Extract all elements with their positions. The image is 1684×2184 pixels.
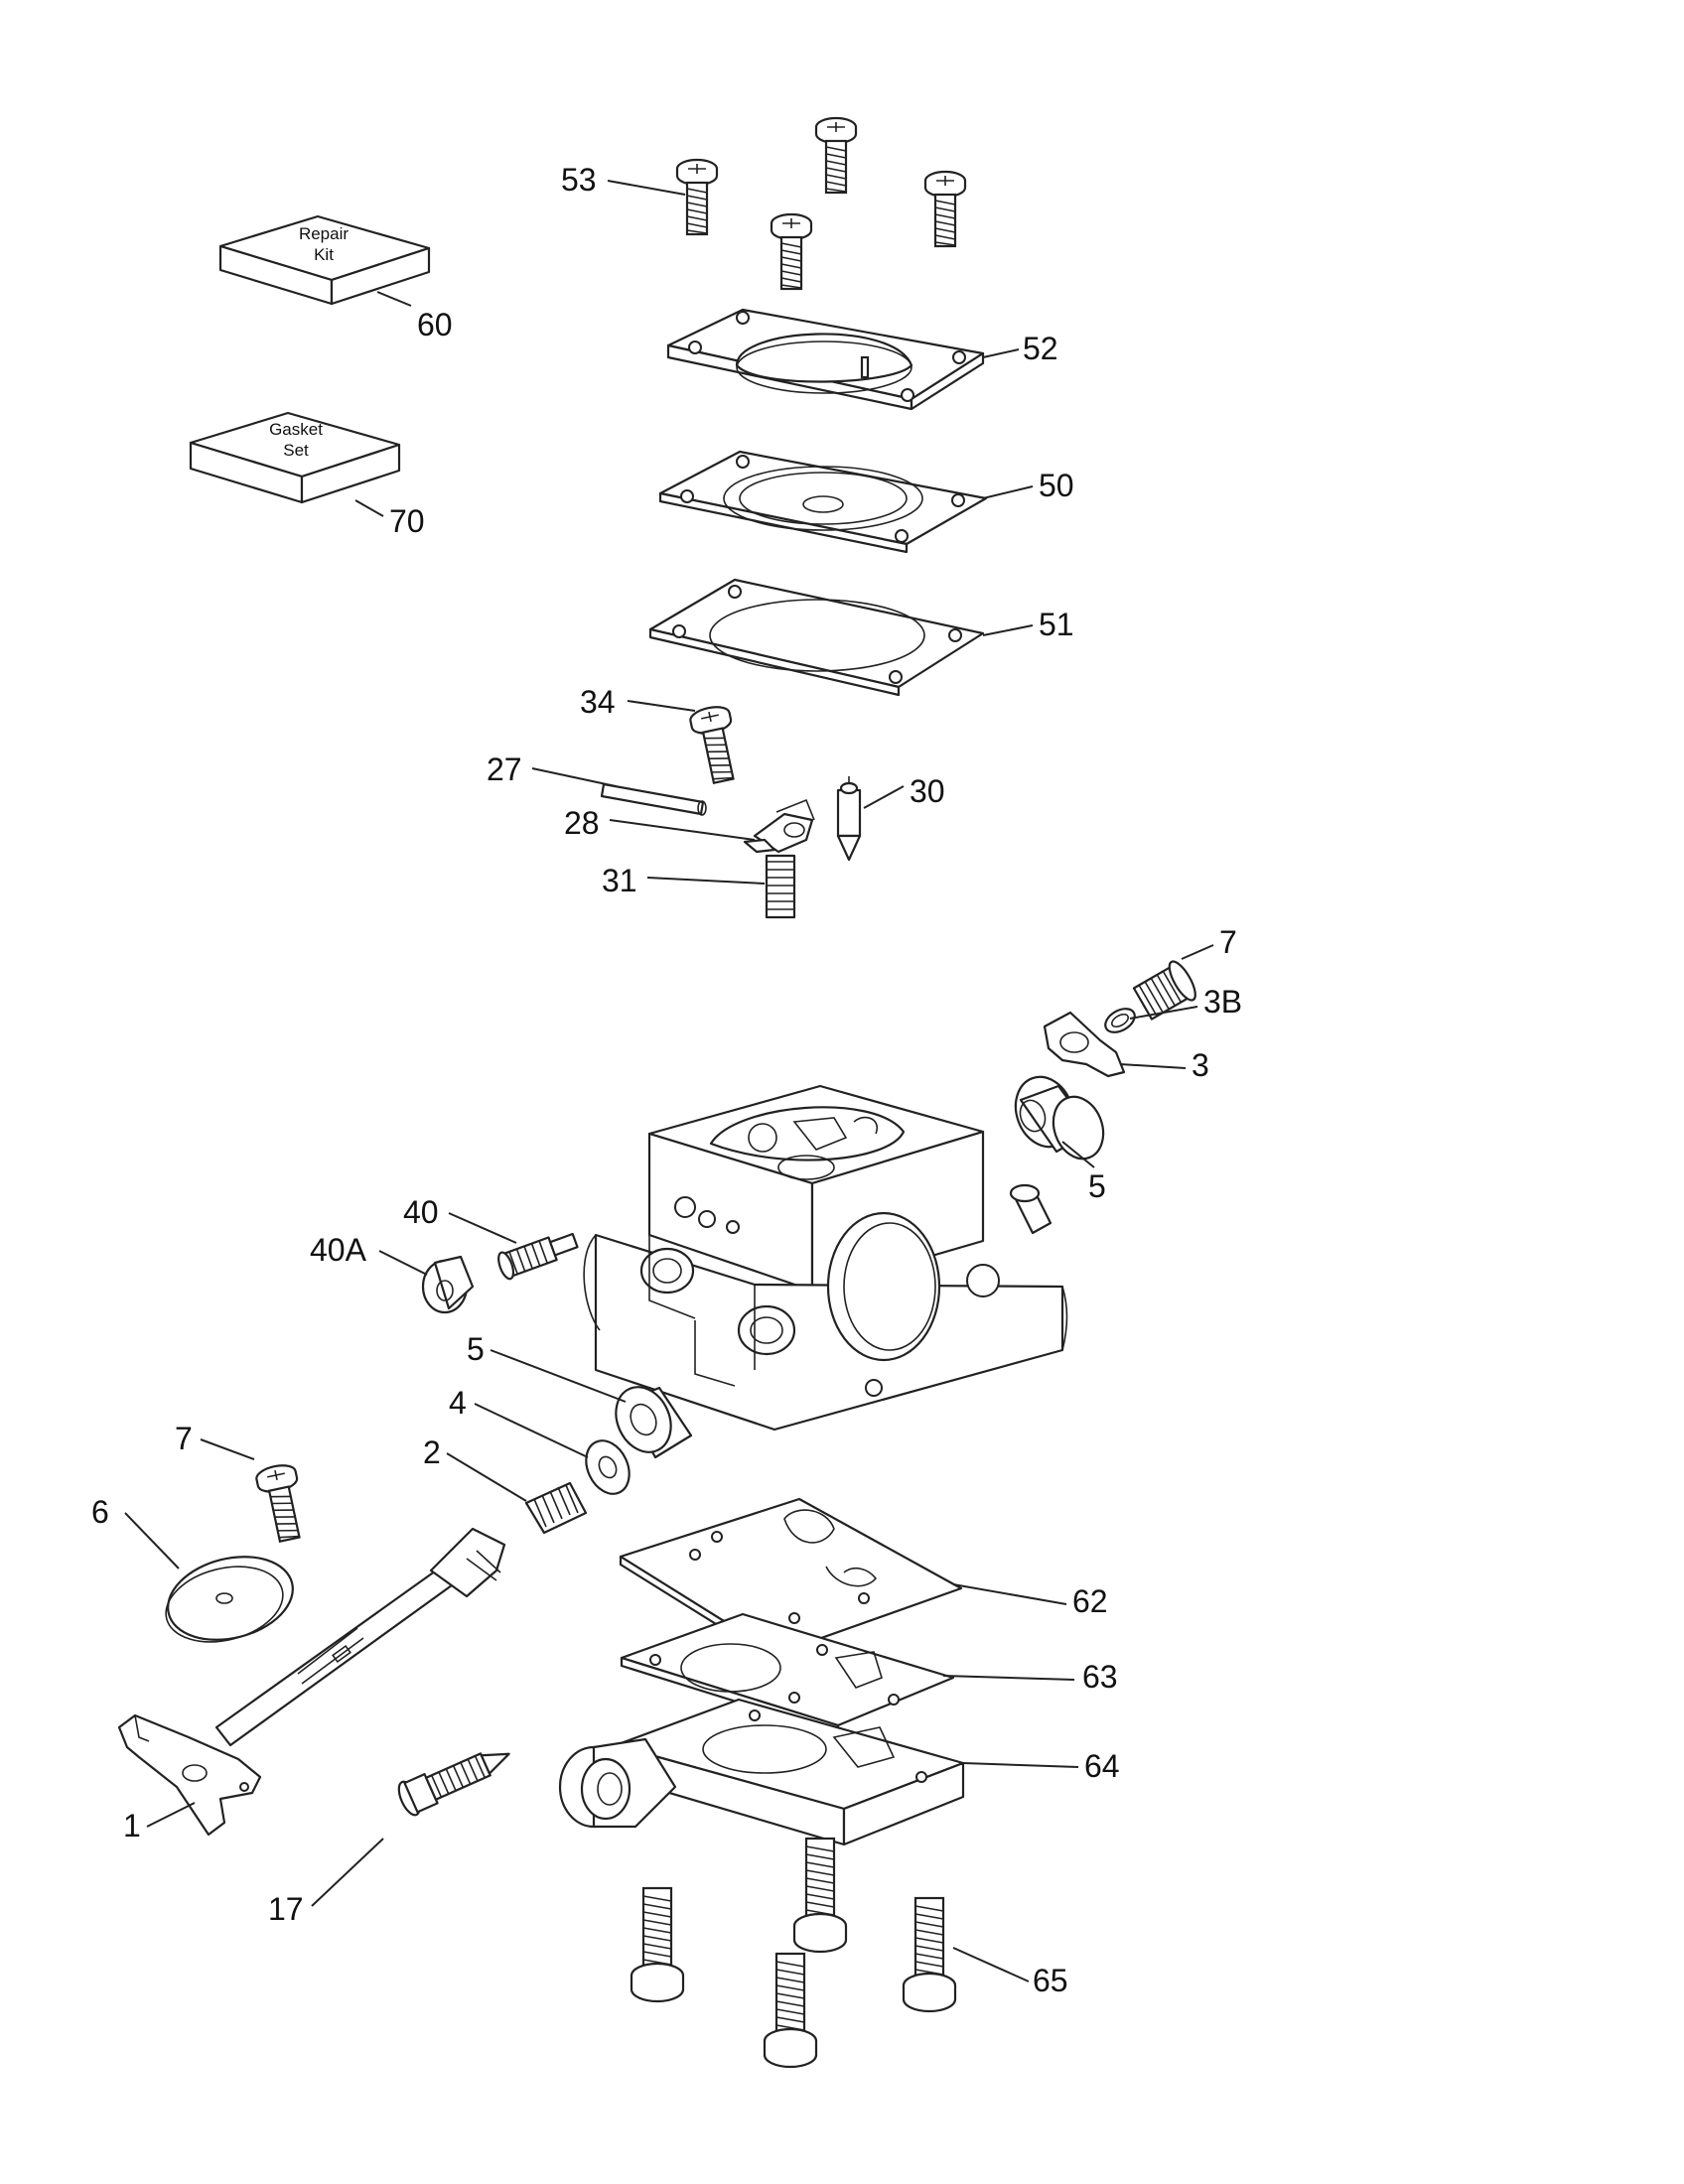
throttle-lever	[117, 1713, 262, 1837]
screen-cover-screw	[1132, 960, 1196, 1021]
repair-kit-box: Repair Kit	[218, 214, 431, 306]
idle-speed-screw	[497, 1232, 579, 1281]
label-63: 63	[1082, 1659, 1118, 1695]
throttle-bushing-right	[1014, 1075, 1105, 1160]
gasket-set-label-line2: Set	[283, 441, 309, 460]
label-50: 50	[1039, 468, 1074, 503]
metering-spring	[765, 854, 796, 919]
cover-screws	[675, 116, 967, 291]
throttle-plate-screw	[253, 1460, 311, 1545]
repair-kit-label-line2: Kit	[314, 245, 334, 264]
label-52: 52	[1023, 331, 1058, 366]
gasket-set-box: Gasket Set	[189, 411, 401, 504]
pump-diaphragm	[658, 450, 988, 554]
cover-bolts	[630, 1837, 957, 2069]
pump-gasket	[648, 578, 985, 697]
label-7-left: 7	[175, 1421, 193, 1456]
label-3: 3	[1192, 1047, 1209, 1083]
label-51: 51	[1039, 607, 1074, 642]
label-60: 60	[417, 307, 453, 342]
label-70: 70	[389, 503, 425, 539]
label-64: 64	[1084, 1748, 1120, 1784]
throttle-spring	[524, 1481, 588, 1535]
inlet-cover-plate	[1043, 1011, 1126, 1078]
repair-kit-label-line1: Repair	[299, 224, 349, 243]
inlet-needle	[836, 776, 862, 862]
label-4: 4	[449, 1385, 467, 1421]
label-62: 62	[1072, 1583, 1108, 1619]
label-2: 2	[423, 1434, 441, 1470]
pump-cover	[666, 308, 985, 411]
lever-pin	[600, 782, 707, 816]
leader-lines	[124, 180, 1214, 1982]
label-28: 28	[564, 805, 600, 841]
throttle-plate	[165, 1556, 294, 1643]
metering-lever-screw	[687, 702, 745, 786]
throttle-bushing-left	[615, 1386, 693, 1459]
mixture-needle	[397, 1752, 510, 1817]
label-34: 34	[580, 684, 616, 720]
throttle-washer	[585, 1439, 631, 1495]
gasket-set-label-line1: Gasket	[269, 420, 323, 439]
carburetor-body	[583, 1084, 1068, 1432]
part-labels: 53 60 52 70 50 51 34 27 30 28 31 7 3B 3 …	[91, 162, 1242, 1998]
label-7-top: 7	[1219, 924, 1237, 960]
label-40: 40	[403, 1194, 439, 1230]
label-40A: 40A	[310, 1232, 367, 1268]
label-1: 1	[123, 1808, 141, 1843]
throttle-shaft	[214, 1527, 506, 1747]
metering-lever	[743, 798, 815, 854]
screen-seal-ring	[1104, 1008, 1136, 1033]
label-5-right: 5	[1088, 1168, 1106, 1204]
label-17: 17	[268, 1891, 304, 1927]
metering-cover	[558, 1698, 965, 1846]
label-27: 27	[487, 751, 522, 787]
label-53: 53	[561, 162, 597, 198]
label-3B: 3B	[1203, 984, 1242, 1020]
label-31: 31	[602, 863, 637, 898]
label-65: 65	[1033, 1963, 1068, 1998]
label-6: 6	[91, 1494, 109, 1530]
idle-screw-cap	[421, 1255, 475, 1314]
label-5-left: 5	[467, 1331, 485, 1367]
label-30: 30	[910, 773, 945, 809]
